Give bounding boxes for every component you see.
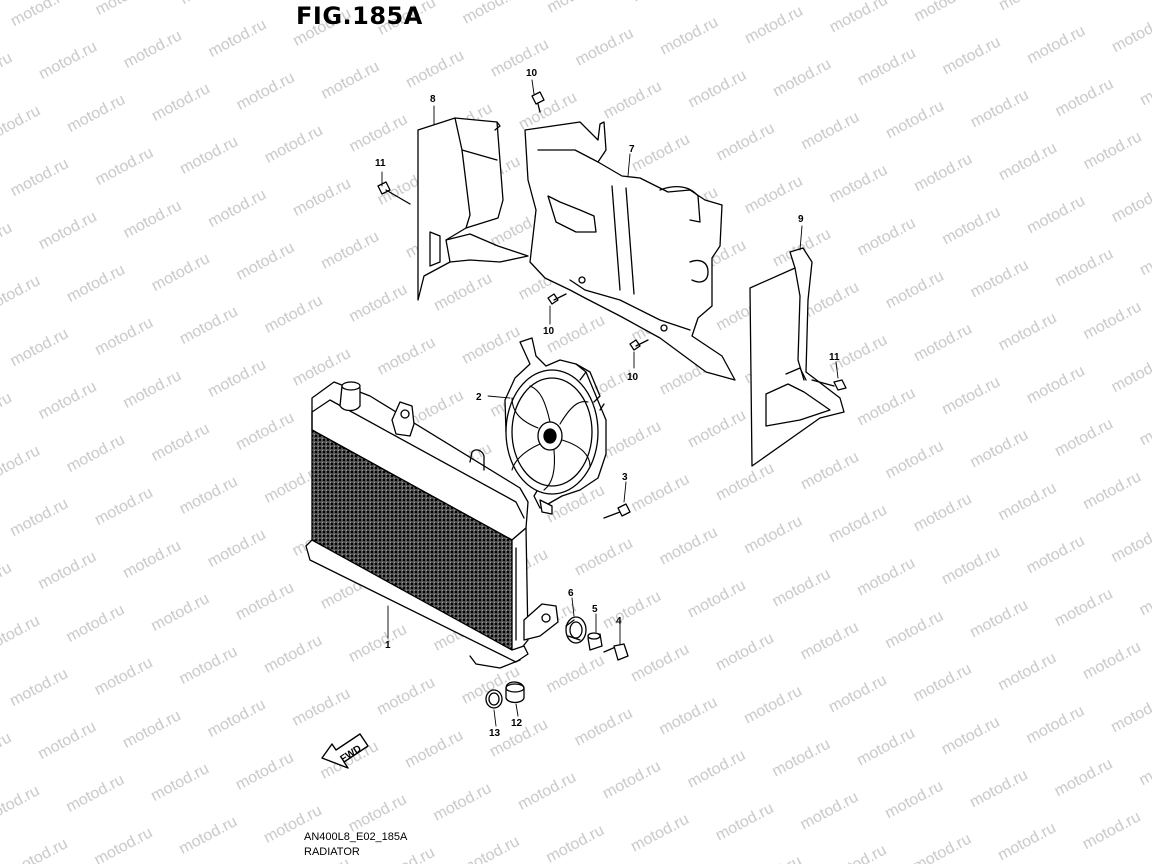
collar: [587, 632, 603, 651]
callout-7: 7: [629, 144, 635, 155]
callout-11-left: 11: [375, 158, 386, 169]
callout-6: 6: [568, 588, 574, 599]
callout-12: 12: [511, 718, 523, 729]
callout-13: 13: [489, 728, 501, 739]
bolt-11-right: [811, 379, 847, 391]
fan-blades: [511, 385, 591, 491]
figure-title: FIG.185A: [296, 2, 423, 30]
callout-10-mid: 10: [543, 326, 555, 337]
drain-cap: [505, 681, 525, 704]
leader-lines: [381, 79, 839, 727]
callout-10-top: 10: [526, 68, 538, 79]
callout-9: 9: [798, 214, 804, 225]
bolt: [603, 643, 629, 661]
bolt-10-low: [629, 339, 649, 351]
model-code: AN400L8_E02_185A: [304, 831, 408, 843]
callout-8: 8: [430, 94, 436, 105]
grommet: [565, 616, 587, 644]
callout-2: 2: [476, 392, 482, 403]
bolt-3: [603, 503, 631, 519]
bolt-11-left: [377, 181, 411, 205]
bolt-10-mid: [547, 293, 567, 305]
radiator: [305, 381, 559, 669]
section-name: RADIATOR: [304, 846, 360, 858]
callout-3: 3: [622, 472, 628, 483]
cooling-fan: [504, 337, 607, 515]
upper-radiator-cover: [524, 121, 736, 381]
bolt-10-top: [531, 91, 545, 113]
callout-4: 4: [616, 616, 622, 627]
callout-labels: 1 2 3 4 5 6 7 8 9 10 10 10 11 11 12 13: [375, 68, 840, 739]
forward-direction-arrow: FWD: [321, 733, 369, 769]
callout-5: 5: [592, 604, 598, 615]
o-ring: [485, 689, 503, 709]
callout-11-right: 11: [829, 352, 840, 363]
left-radiator-shroud: [417, 117, 529, 301]
callout-10-low: 10: [627, 372, 639, 383]
right-radiator-shroud: [749, 247, 845, 467]
callout-1: 1: [385, 640, 391, 651]
